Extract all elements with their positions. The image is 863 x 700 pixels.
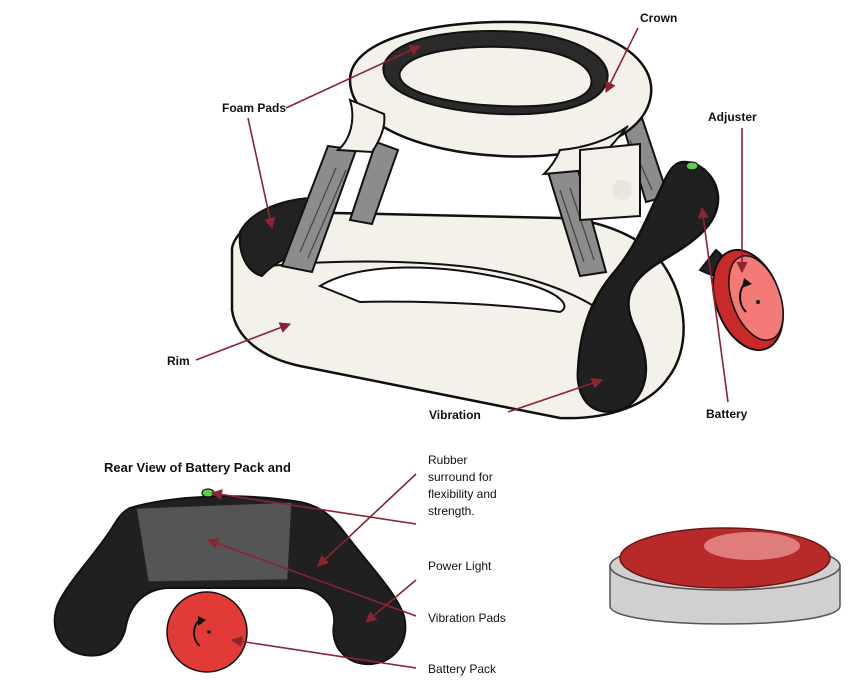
label-adjuster: Adjuster (708, 110, 757, 124)
rubber-note-line: strength. (428, 504, 475, 518)
label-crown: Crown (640, 11, 678, 25)
label-rim: Rim (167, 354, 190, 368)
label-power-light: Power Light (428, 559, 492, 573)
label-vibration-pads: Vibration Pads (428, 611, 506, 625)
rim-shape (230, 210, 685, 420)
rubber-note-line: Rubber (428, 453, 468, 467)
label-battery: Battery (706, 407, 748, 421)
label-foam-pads: Foam Pads (222, 101, 287, 115)
rubber-note-line: surround for (428, 470, 493, 484)
power-light-side (685, 161, 699, 171)
rubber-note-line: flexibility and (428, 487, 497, 501)
rubber-surround-note: Rubber surround for flexibility and stre… (428, 452, 497, 520)
red-button-illustration (609, 527, 841, 625)
headset-illustration (230, 20, 784, 420)
rear-view-battery-pack (53, 488, 407, 673)
battery-dial (166, 591, 248, 673)
label-vibration: Vibration (429, 408, 481, 422)
label-battery-pack: Battery Pack (428, 662, 497, 676)
rear-view-title: Rear View of Battery Pack and (104, 460, 291, 475)
